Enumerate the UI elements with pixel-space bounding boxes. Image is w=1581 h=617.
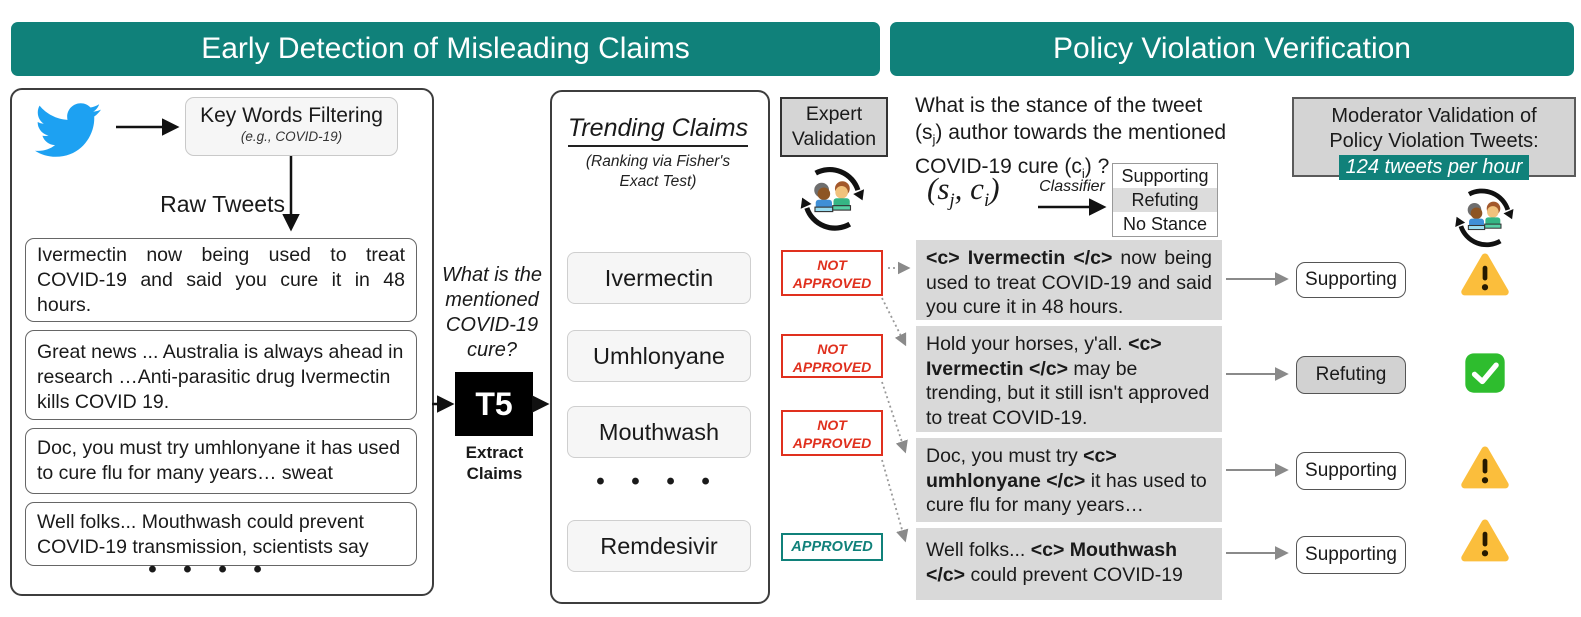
warning-icon (1461, 519, 1509, 562)
moderators-cycle-icon (1455, 188, 1514, 248)
tagged-tweet-4: Well folks... <c> Mouthwash </c> could p… (916, 528, 1222, 600)
classifier-label: Classifier (1039, 178, 1105, 195)
stance-options-list: Supporting Refuting No Stance (1112, 163, 1218, 237)
stance-option-supporting: Supporting (1121, 166, 1209, 186)
trending-claims-title-text: Trending Claims (567, 114, 749, 147)
header-policy-verification: Policy Violation Verification (890, 22, 1574, 76)
result-stance-2: Refuting (1296, 356, 1406, 394)
moderator-validation-line1: Moderator Validation of (1331, 105, 1537, 127)
claim-ivermectin: Ivermectin (567, 252, 751, 304)
tagged-tweet-3: Doc, you must try <c> umhlonyane </c> it… (916, 438, 1222, 522)
moderators-cycle-icon (800, 167, 865, 231)
keyword-filter-subtitle: (e.g., COVID-19) (240, 129, 343, 144)
badge-not-approved-2: NOT APPROVED (781, 334, 883, 378)
stance-question: What is the stance of the tweet (sj) aut… (915, 92, 1245, 187)
raw-tweets-label: Raw Tweets (160, 191, 285, 217)
stance-option-refuting: Refuting (1113, 188, 1217, 212)
extract-question: What is the mentioned COVID-19 cure? (441, 264, 543, 361)
keyword-filter-title: Key Words Filtering (200, 104, 383, 127)
tagged-tweet-2: Hold your horses, y'all. <c> Ivermectin … (916, 326, 1222, 432)
twitter-bird-icon (35, 103, 101, 157)
trending-claims-subtitle: (Ranking via Fisher's Exact Test) (585, 153, 731, 190)
check-icon (1465, 353, 1505, 393)
claim-umhlonyane: Umhlonyane (567, 330, 751, 382)
moderator-validation-line2: Policy Violation Tweets: (1329, 130, 1539, 152)
badge-not-approved-1: NOT APPROVED (781, 250, 883, 296)
badge-not-approved-3: NOT APPROVED (781, 410, 883, 456)
stance-question-line1: What is the stance of the tweet (915, 94, 1203, 117)
throughput-highlight: 124 tweets per hour (1338, 155, 1530, 180)
stance-question-line2: (sj) author towards the mentioned (915, 121, 1227, 148)
raw-tweet-4: Well folks... Mouthwash could prevent CO… (25, 502, 417, 566)
extract-claims-caption: Extract Claims (465, 443, 524, 483)
raw-tweet-3: Doc, you must try umhlonyane it has used… (25, 428, 417, 494)
t5-model-box: T5 (455, 372, 533, 436)
claim-remdesivir: Remdesivir (567, 520, 751, 572)
tagged-tweet-1: <c> Ivermectin </c> now being used to tr… (916, 240, 1222, 320)
stance-question-line3: COVID-19 cure (ci) ? (915, 155, 1110, 182)
result-stance-3: Supporting (1296, 452, 1406, 490)
claims-ellipsis: • • • • (596, 468, 720, 495)
raw-tweets-ellipsis: • • • • (148, 556, 272, 583)
moderator-validation-box: Moderator Validation of Policy Violation… (1292, 97, 1576, 180)
keyword-filter-box: Key Words Filtering (e.g., COVID-19) (185, 97, 398, 156)
raw-tweet-1: Ivermectin now being used to treat COVID… (25, 238, 417, 322)
expert-validation-box: Expert Validation (780, 97, 888, 157)
result-stance-4: Supporting (1296, 536, 1406, 574)
dotted-arrow-badge2-to-tweet3 (881, 381, 908, 454)
stance-option-no-stance: No Stance (1122, 214, 1208, 234)
claim-mouthwash: Mouthwash (567, 406, 751, 458)
raw-tweet-2: Great news ... Australia is always ahead… (25, 330, 417, 420)
result-stance-1: Supporting (1296, 262, 1406, 298)
warning-icon (1461, 253, 1509, 296)
dotted-arrow-badge1-to-tweet2 (881, 297, 907, 347)
trending-claims-title: Trending Claims (550, 114, 766, 147)
dotted-arrow-badge3-to-tweet4 (881, 459, 909, 543)
warning-icon (1461, 446, 1509, 489)
badge-approved: APPROVED (781, 533, 883, 561)
header-early-detection: Early Detection of Misleading Claims (11, 22, 880, 76)
tweet-claim-pair-math: (sj, ci) (927, 171, 1000, 212)
